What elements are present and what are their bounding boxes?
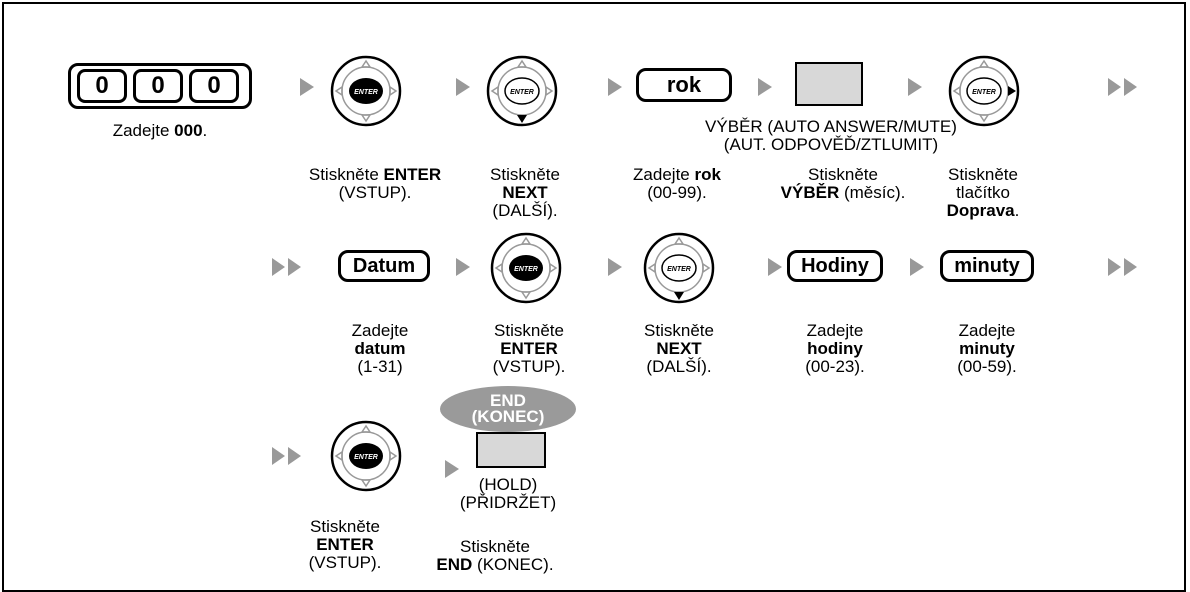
key-minuty[interactable]: minuty	[940, 250, 1034, 282]
double-arrow-icon	[272, 447, 285, 465]
arrow-right-icon	[908, 78, 922, 96]
double-arrow-icon	[1108, 258, 1121, 276]
navigator-enter-icon[interactable]: ENTER	[330, 420, 402, 492]
navigator-right-icon[interactable]: ENTER	[948, 55, 1020, 127]
arrow-right-icon	[445, 460, 459, 478]
double-arrow-icon	[288, 447, 301, 465]
vyber-button-label: VÝBĚR (AUTO ANSWER/MUTE) (AUT. ODPOVĚĎ/Z…	[705, 117, 957, 154]
arrow-right-icon	[456, 78, 470, 96]
key-hodiny[interactable]: Hodiny	[787, 250, 883, 282]
navigator-next-icon[interactable]: ENTER	[643, 232, 715, 304]
arrow-right-icon	[758, 78, 772, 96]
navigator-enter-icon[interactable]: ENTER	[330, 55, 402, 127]
double-arrow-icon	[1124, 258, 1137, 276]
hold-button-label: (HOLD)(PŘIDRŽET)	[459, 475, 557, 512]
double-arrow-icon	[272, 258, 285, 276]
caption-step-000: Zadejte 000.	[112, 121, 208, 140]
arrow-right-icon	[768, 258, 782, 276]
double-arrow-icon	[1124, 78, 1137, 96]
double-arrow-icon	[288, 258, 301, 276]
navigator-enter-icon[interactable]: ENTER	[490, 232, 562, 304]
vyber-button[interactable]	[795, 62, 863, 106]
digit-key-2[interactable]: 0	[133, 69, 183, 103]
arrow-right-icon	[608, 78, 622, 96]
digit-keys-group: 0 0 0	[68, 63, 252, 109]
enter-text: ENTER	[510, 89, 534, 96]
caption-enter-rok: Zadejte rok(00-99).	[633, 165, 721, 202]
hold-button[interactable]	[476, 432, 546, 468]
arrow-right-icon	[910, 258, 924, 276]
arrow-right-icon	[608, 258, 622, 276]
end-konec-badge: END (KONEC)	[440, 386, 576, 432]
key-datum[interactable]: Datum	[338, 250, 430, 282]
caption-press-enter: Stiskněte ENTER(VSTUP).	[308, 165, 442, 202]
enter-text: ENTER	[354, 454, 378, 461]
enter-text: ENTER	[972, 89, 996, 96]
enter-text: ENTER	[354, 89, 378, 96]
arrow-right-icon	[456, 258, 470, 276]
double-arrow-icon	[1108, 78, 1121, 96]
arrow-right-icon	[300, 78, 314, 96]
digit-key-1[interactable]: 0	[77, 69, 127, 103]
digit-key-3[interactable]: 0	[189, 69, 239, 103]
key-rok[interactable]: rok	[636, 68, 732, 102]
enter-text: ENTER	[667, 266, 691, 273]
enter-text: ENTER	[514, 266, 538, 273]
navigator-next-icon[interactable]: ENTER	[486, 55, 558, 127]
